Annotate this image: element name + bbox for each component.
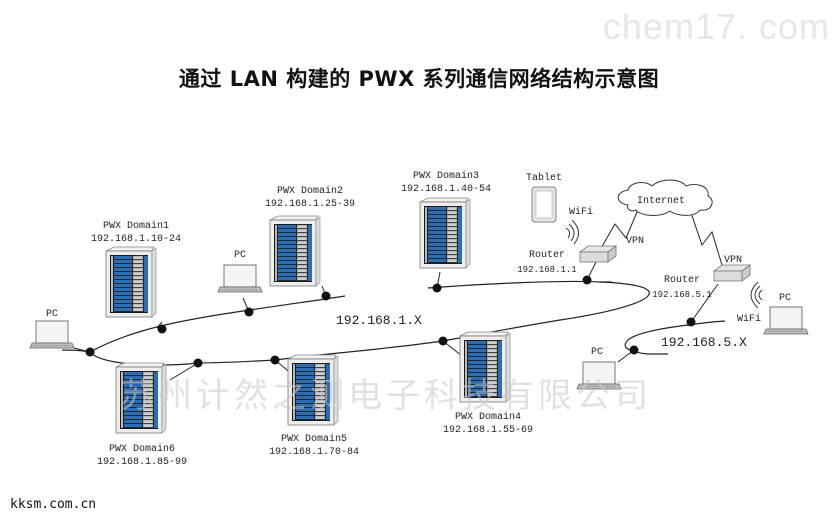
watermark-company: 苏州计然之测电子科技有限公司 xyxy=(120,376,652,416)
diagram-title: 通过 LAN 构建的 PWX 系列通信网络结构示意图 xyxy=(178,67,660,91)
domain2-name: PWX Domain2 xyxy=(276,186,343,197)
domain3-label: PWX Domain3 192.168.1.40-54 xyxy=(398,170,494,196)
internet-label: Internet xyxy=(636,196,685,207)
node-dot xyxy=(193,358,203,368)
domain4-ip: 192.168.1.55-69 xyxy=(442,425,533,436)
domain6-label: PWX Domain6 192.168.1.85-99 xyxy=(94,443,190,469)
network-label-lan1: 192.168.1.X xyxy=(336,313,422,328)
router1-label: Router 192.168.1.1 xyxy=(512,249,582,277)
node-dot xyxy=(270,355,280,365)
wifi-label-pc: WiFi xyxy=(736,314,761,325)
router1-name: Router xyxy=(528,250,565,261)
wifi-label-tablet: WiFi xyxy=(568,207,593,218)
lan-cable-upper-right xyxy=(274,280,650,361)
laptop-icon-pc-left xyxy=(29,320,75,349)
domain2-ip: 192.168.1.25-39 xyxy=(264,199,355,210)
tablet-label: Tablet xyxy=(525,173,562,184)
lan-cable-upper xyxy=(89,295,346,353)
rack-icon-domain3 xyxy=(419,197,471,269)
pc-left-label: PC xyxy=(45,309,58,320)
router2-label: Router 192.168.5.1 xyxy=(646,274,718,302)
vpn-label-1: VPN xyxy=(625,236,644,247)
domain1-label: PWX Domain1 192.168.1.10-24 xyxy=(88,220,184,246)
router2-name: Router xyxy=(663,275,700,286)
domain6-name: PWX Domain6 xyxy=(108,444,175,455)
node-dot xyxy=(157,324,167,334)
router-icon-2 xyxy=(713,264,751,282)
node-dot xyxy=(432,283,442,293)
node-dot xyxy=(582,275,592,285)
node-dot xyxy=(629,345,639,355)
node-dot xyxy=(686,317,696,327)
domain4-name: PWX Domain4 xyxy=(454,412,521,423)
domain4-label: PWX Domain4 192.168.1.55-69 xyxy=(440,411,536,437)
watermark-chem17: chem17. com xyxy=(602,6,830,47)
vpn-link-1 xyxy=(599,204,641,251)
router-icon-1 xyxy=(579,245,617,263)
pc-wifi-label: PC xyxy=(778,293,791,304)
domain3-name: PWX Domain3 xyxy=(412,171,479,182)
domain5-ip: 192.168.1.70-84 xyxy=(268,447,359,458)
router2-ip: 192.168.5.1 xyxy=(652,290,712,300)
wifi-waves-pc xyxy=(750,281,763,309)
pc-bottom-right-label: PC xyxy=(590,347,603,358)
vpn-label-2: VPN xyxy=(723,255,742,266)
domain1-name: PWX Domain1 xyxy=(102,221,169,232)
domain3-ip: 192.168.1.40-54 xyxy=(400,184,491,195)
node-dot xyxy=(85,347,95,357)
pc-mid-label: PC xyxy=(233,250,246,261)
tablet-icon xyxy=(531,186,557,223)
router1-ip: 192.168.1.1 xyxy=(517,265,577,275)
node-dot xyxy=(438,336,448,346)
domain6-ip: 192.168.1.85-99 xyxy=(96,457,187,468)
laptop-icon-pc-mid xyxy=(217,264,263,293)
network-label-lan5: 192.168.5.X xyxy=(661,335,747,350)
internet-cloud xyxy=(617,179,713,216)
domain2-label: PWX Domain2 192.168.1.25-39 xyxy=(262,185,358,211)
watermark-kksm: kksm.com.cn xyxy=(10,497,97,512)
node-dot xyxy=(321,291,331,301)
domain1-ip: 192.168.1.10-24 xyxy=(90,234,181,245)
vpn-link-2 xyxy=(689,209,723,266)
domain5-label: PWX Domain5 192.168.1.70-84 xyxy=(266,433,362,459)
laptop-icon-pc-wifi xyxy=(763,306,809,335)
domain5-name: PWX Domain5 xyxy=(280,434,347,445)
wifi-waves-tablet xyxy=(565,219,579,245)
node-dot xyxy=(244,307,254,317)
rack-icon-domain1 xyxy=(105,246,157,318)
rack-icon-domain2 xyxy=(269,215,321,287)
